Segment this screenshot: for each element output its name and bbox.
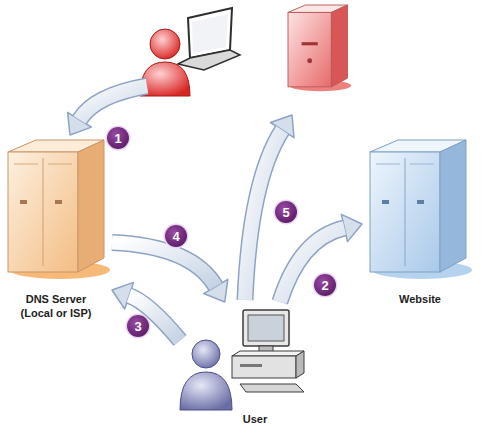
arrow-head — [204, 279, 228, 302]
callout-circle: 1 — [107, 127, 129, 149]
server-door-line — [405, 158, 406, 266]
server-vent — [48, 164, 72, 165]
arrow-outline — [80, 86, 148, 120]
user-figure — [180, 310, 304, 410]
server-button — [382, 200, 389, 204]
callout-circle: 5 — [275, 201, 297, 223]
server-front — [8, 152, 78, 272]
user-node: User — [180, 302, 308, 430]
connector-arrow — [280, 214, 362, 302]
dns-server-tower — [8, 140, 110, 279]
callout-number: 5 — [282, 205, 289, 220]
server-vent — [376, 164, 400, 165]
server-front — [370, 152, 440, 272]
arrow-outline — [280, 228, 345, 302]
web-server-tower — [370, 140, 472, 279]
callout-number: 4 — [172, 229, 179, 244]
person-body — [180, 372, 232, 410]
arrow-body — [80, 86, 148, 120]
server-side — [331, 5, 347, 87]
dns-server-node: DNS Server (Local or ISP) — [0, 138, 112, 328]
monitor-frame — [243, 310, 289, 346]
arrow-head — [341, 214, 362, 241]
arrow-body — [112, 243, 216, 287]
arrow-head — [112, 282, 134, 309]
server-button — [307, 58, 312, 63]
arrow-outline — [112, 243, 216, 287]
callout-number: 1 — [114, 131, 121, 146]
server-button — [55, 200, 62, 204]
arrow-body — [280, 228, 345, 302]
server-button — [417, 200, 424, 204]
callout-number: 2 — [321, 278, 328, 293]
redirect-arrow — [245, 115, 294, 300]
cpu-side — [296, 351, 304, 378]
server-vent — [410, 164, 434, 165]
keyboard — [240, 384, 304, 392]
server-door-line — [43, 158, 44, 266]
server-side — [440, 140, 466, 272]
callout-circle: 2 — [314, 274, 336, 296]
laptop-base — [178, 50, 240, 70]
server-vent — [14, 164, 38, 165]
laptop-display — [192, 14, 228, 53]
cpu-drive — [240, 364, 262, 367]
person-head — [150, 29, 180, 59]
connector-arrow — [112, 282, 180, 340]
connector-arrow — [112, 243, 228, 303]
callout-circle: 4 — [165, 225, 187, 247]
node-label: Website — [370, 292, 470, 306]
fake-server — [288, 5, 351, 91]
attacker-figure — [140, 8, 240, 96]
monitor-screen — [248, 315, 284, 341]
poison-arrow — [68, 86, 147, 135]
callout-number: 3 — [134, 319, 141, 334]
person-head — [192, 340, 220, 368]
cpu-top — [232, 351, 304, 356]
website-node: Website — [362, 138, 478, 310]
node-label: DNS Server (Local or ISP) — [12, 292, 100, 320]
callout-circle: 3 — [127, 315, 149, 337]
server-button — [20, 200, 27, 204]
server-side — [78, 140, 104, 272]
node-label: User — [220, 412, 290, 426]
server-slot — [302, 42, 318, 45]
cpu-front — [232, 356, 296, 378]
server-front — [288, 12, 331, 86]
